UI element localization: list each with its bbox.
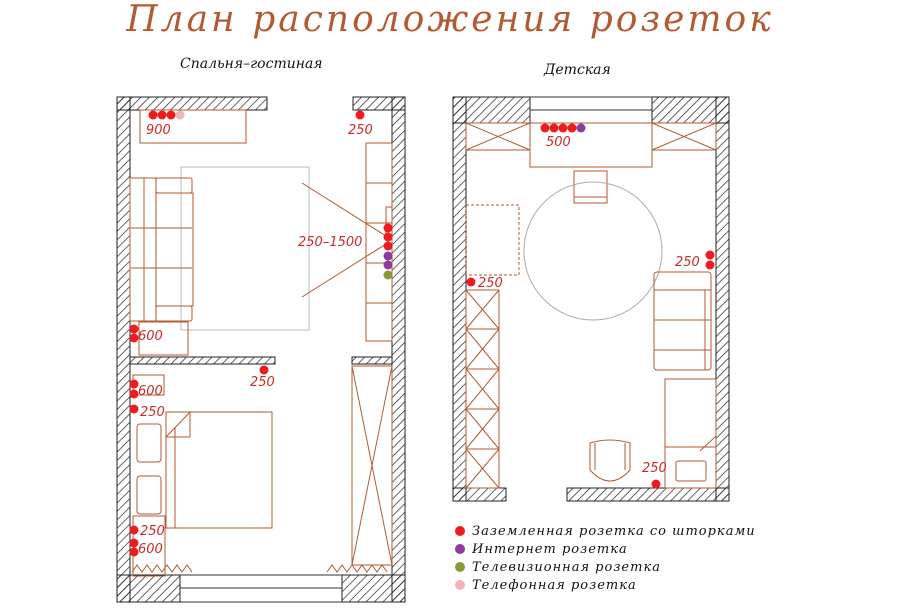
svg-text:500: 500 [546, 135, 571, 150]
svg-text:250: 250 [250, 375, 275, 390]
socket-grounded [259, 365, 269, 375]
socket-internet [383, 260, 393, 270]
socket-grounded [129, 379, 139, 389]
legend-item-internet: Интернет розетка [455, 540, 756, 558]
socket-grounded [383, 232, 393, 242]
socket-grounded [355, 110, 365, 120]
page-title: План расположения розеток [126, 0, 774, 40]
legend-label: Телевизионная розетка [472, 559, 661, 575]
socket-tv [383, 270, 393, 280]
walls-bedroom-living [116, 96, 406, 603]
legend-item-tv: Телевизионная розетка [455, 558, 756, 576]
socket-grounded [129, 389, 139, 399]
socket-heights-nursery: 500 250 250 250 [478, 135, 700, 476]
walls-nursery [452, 96, 730, 502]
socket-grounded [129, 525, 139, 535]
socket-grounded [549, 123, 559, 133]
svg-text:250: 250 [642, 461, 667, 476]
legend: Заземленная розетка со шторками Интернет… [455, 522, 756, 594]
svg-text:250–1500: 250–1500 [298, 235, 362, 250]
svg-text:900: 900 [146, 123, 171, 138]
svg-text:600: 600 [138, 542, 163, 557]
legend-item-grounded: Заземленная розетка со шторками [455, 522, 756, 540]
socket-grounded [558, 123, 568, 133]
sockets-nursery [466, 123, 715, 489]
socket-grounded [157, 110, 167, 120]
svg-text:600: 600 [138, 384, 163, 399]
socket-grounded [148, 110, 158, 120]
furniture-bedroom-living [129, 109, 393, 577]
purple-dot-icon [455, 544, 465, 554]
socket-grounded [129, 547, 139, 557]
furniture-nursery [465, 122, 717, 489]
socket-internet [576, 123, 586, 133]
svg-text:250: 250 [675, 255, 700, 270]
svg-text:250: 250 [140, 405, 165, 420]
socket-grounded [383, 223, 393, 233]
socket-grounded [129, 538, 139, 548]
red-dot-icon [455, 526, 465, 536]
socket-grounded [129, 404, 139, 414]
legend-item-phone: Телефонная розетка [455, 576, 756, 594]
pink-dot-icon [455, 580, 465, 590]
socket-grounded [129, 333, 139, 343]
window-bottom-left-room [180, 574, 342, 603]
socket-grounded [129, 324, 139, 334]
socket-internet [383, 251, 393, 261]
svg-text:600: 600 [138, 329, 163, 344]
room-label-nursery: Детская [544, 62, 611, 78]
socket-grounded [466, 277, 476, 287]
olive-dot-icon [455, 562, 465, 572]
socket-grounded [166, 110, 176, 120]
socket-phone [175, 110, 185, 120]
svg-text:250: 250 [348, 123, 373, 138]
svg-text:250: 250 [140, 524, 165, 539]
legend-label: Телефонная розетка [472, 577, 637, 593]
socket-heights-bedroom-living: 900 250 250–1500 600 250 600 250 250 600 [138, 123, 373, 557]
room-label-bedroom-living: Спальня–гостиная [180, 56, 323, 72]
svg-text:250: 250 [478, 276, 503, 291]
socket-grounded [567, 123, 577, 133]
socket-grounded [705, 250, 715, 260]
socket-grounded [540, 123, 550, 133]
socket-grounded [705, 260, 715, 270]
socket-grounded [651, 479, 661, 489]
legend-label: Заземленная розетка со шторками [472, 523, 756, 539]
window-top-nursery [530, 96, 652, 124]
socket-grounded [383, 241, 393, 251]
sockets-bedroom-living [129, 110, 393, 557]
legend-label: Интернет розетка [472, 541, 628, 557]
